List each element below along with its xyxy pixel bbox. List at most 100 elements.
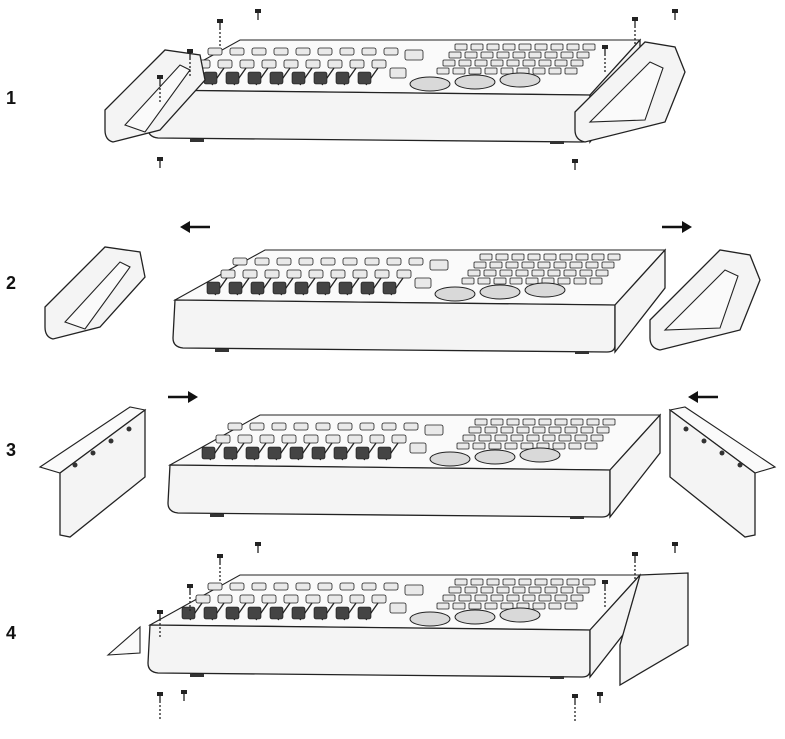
- keypad-key: [531, 269, 545, 277]
- mounting-hole: [701, 438, 707, 444]
- flash-button: [294, 281, 309, 295]
- keypad-key: [505, 261, 519, 269]
- keypad-key: [496, 586, 510, 594]
- keypad-key: [504, 442, 518, 450]
- keypad-key: [468, 426, 482, 434]
- flash-button: [316, 281, 331, 295]
- keypad-key: [544, 51, 558, 59]
- preset-key: [339, 582, 355, 591]
- rubber-foot: [190, 139, 204, 142]
- fader-knob: [220, 269, 236, 279]
- arrow-left-icon: [180, 221, 210, 233]
- preset-key: [315, 422, 331, 431]
- keypad-key: [480, 51, 494, 59]
- flash-button: [250, 281, 265, 295]
- flash-button: [269, 606, 284, 620]
- keypad-key: [486, 43, 500, 51]
- front-face: [172, 299, 616, 353]
- fader-knob: [396, 269, 412, 279]
- keypad-key: [576, 51, 590, 59]
- keypad-key: [512, 586, 526, 594]
- keypad-key: [502, 578, 516, 586]
- keypad-key: [468, 67, 482, 75]
- fader-knob: [242, 269, 258, 279]
- keypad-key: [506, 594, 520, 602]
- keypad-key: [575, 253, 589, 261]
- console-rack-mount-assembled: [106, 542, 689, 721]
- step-2: 2: [0, 205, 785, 370]
- keypad-key: [510, 434, 524, 442]
- flash-button: [291, 71, 306, 85]
- flash-button: [203, 606, 218, 620]
- fader-knob: [305, 594, 321, 604]
- keypad-key: [560, 586, 574, 594]
- keypad-key: [479, 253, 493, 261]
- keypad-key: [573, 277, 587, 285]
- arrow-right-icon: [662, 221, 692, 233]
- keypad-key: [570, 418, 584, 426]
- console-end-caps-removed: [44, 221, 761, 354]
- fader-knob: [374, 269, 390, 279]
- fader-knob: [347, 434, 363, 444]
- screw-icon: [181, 690, 187, 701]
- keypad-key: [473, 261, 487, 269]
- rubber-foot: [550, 141, 564, 144]
- flash-button: [313, 606, 328, 620]
- keypad-key: [442, 594, 456, 602]
- screw-icon: [217, 554, 223, 581]
- keypad-key: [586, 418, 600, 426]
- flash-button: [225, 71, 240, 85]
- keypad-key: [515, 269, 529, 277]
- keypad-key: [477, 277, 491, 285]
- encoder-wheel: [479, 284, 521, 300]
- keypad-key: [550, 578, 564, 586]
- flash-button: [357, 606, 372, 620]
- screw-icon: [597, 692, 603, 703]
- side-face: [614, 248, 666, 354]
- keypad-key: [506, 418, 520, 426]
- keypad-key: [566, 43, 580, 51]
- keypad-key: [560, 51, 574, 59]
- keypad-key: [574, 434, 588, 442]
- keypad-key: [563, 269, 577, 277]
- keypad-key: [538, 59, 552, 67]
- keypad-key: [489, 261, 503, 269]
- fader-knob: [327, 59, 343, 69]
- encoder-wheel: [524, 282, 566, 298]
- keypad-key: [570, 59, 584, 67]
- flash-button: [335, 71, 350, 85]
- fader-knob: [217, 594, 233, 604]
- fader-knob: [286, 269, 302, 279]
- fader-knob: [215, 434, 231, 444]
- function-key: [404, 49, 424, 61]
- keypad-key: [522, 418, 536, 426]
- flash-button: [247, 606, 262, 620]
- fader-knob: [352, 269, 368, 279]
- keypad-key: [470, 578, 484, 586]
- keypad-key: [580, 426, 594, 434]
- encoder-wheel: [454, 609, 496, 625]
- screw-icon: [157, 610, 163, 637]
- keypad-key: [526, 434, 540, 442]
- preset-key: [361, 47, 377, 56]
- flash-button: [338, 281, 353, 295]
- keypad-key: [548, 67, 562, 75]
- flash-button: [272, 281, 287, 295]
- keypad-key: [486, 578, 500, 586]
- keypad-key: [521, 261, 535, 269]
- function-key: [409, 442, 427, 454]
- keypad-key: [558, 434, 572, 442]
- screw-icon: [572, 159, 578, 170]
- console-assembled-with-end-caps: [104, 9, 686, 170]
- fader-knob: [239, 594, 255, 604]
- keypad-key: [538, 594, 552, 602]
- rack-ear-left: [106, 625, 141, 656]
- encoder-wheel: [429, 451, 471, 467]
- keypad-key: [474, 418, 488, 426]
- flash-button: [228, 281, 243, 295]
- keypad-key: [566, 578, 580, 586]
- mounting-hole: [126, 426, 132, 432]
- keypad-key: [547, 269, 561, 277]
- fader-knob: [261, 594, 277, 604]
- flash-button: [291, 606, 306, 620]
